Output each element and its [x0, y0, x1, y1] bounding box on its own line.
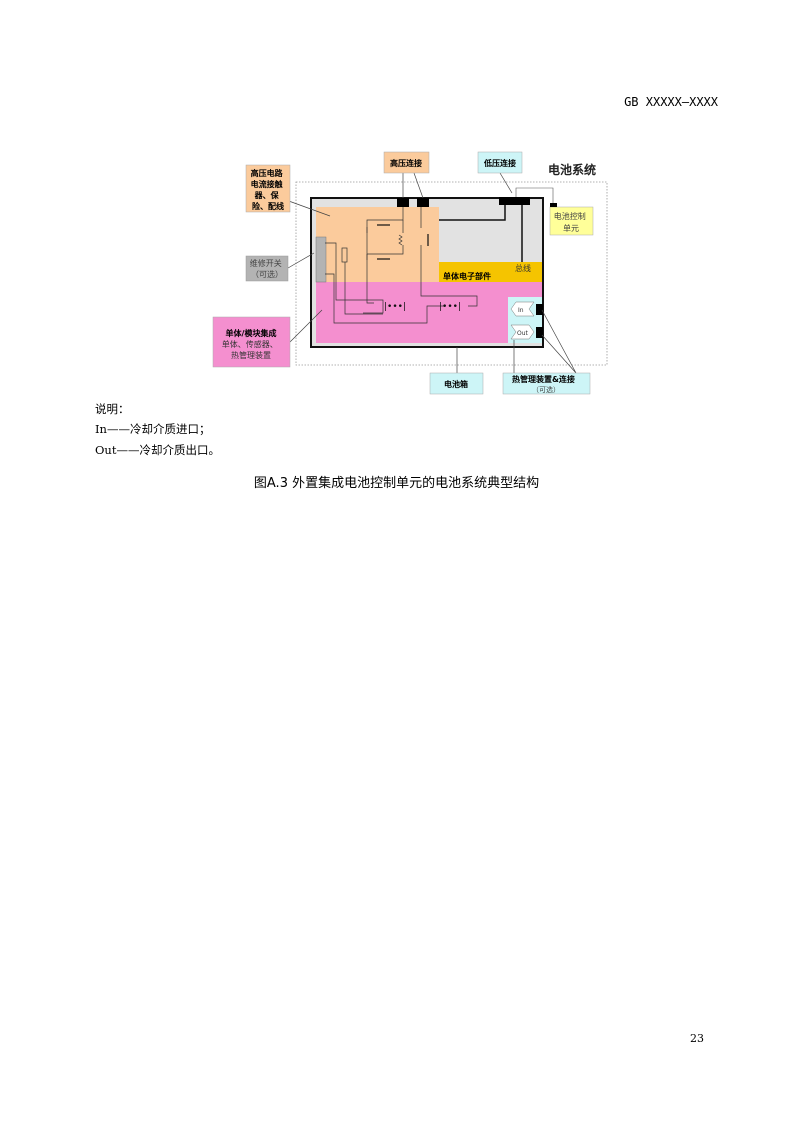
hv-circuit-line: 电流接触 [251, 179, 283, 189]
hv-circuit-line: 险、配线 [252, 201, 284, 211]
notes-title: 说明： [95, 402, 130, 416]
thermal-line: 热管理装置&连接 [512, 374, 575, 384]
note-item: Out——冷却介质出口。 [95, 443, 220, 457]
cell-module-region-lower [316, 297, 508, 343]
service-switch-label: 维修开关 （可选） [250, 258, 285, 279]
service-switch-line: （可选） [251, 269, 283, 279]
cell-module-callout [212, 316, 291, 368]
lv-connection-callout [477, 151, 523, 174]
bcu-line: 电池控制 [554, 211, 586, 221]
hv-circuit-label: 高压电路 电流接触 器、保 险、配线 [251, 168, 286, 211]
cell-module-line: 热管理装置 [231, 350, 271, 360]
note-item: In——冷却介质进口； [95, 422, 211, 436]
hv-connection-callout [383, 151, 430, 174]
thermal-callout [502, 372, 591, 395]
cell-module-region [316, 282, 542, 297]
inlet-label: In [518, 307, 524, 314]
hv-region [316, 207, 439, 282]
hv-connector-2 [417, 198, 429, 207]
cell-module-title: 单体/模块集成 [226, 328, 277, 338]
thermal-line: （可选） [532, 385, 560, 394]
outlet-arrow [510, 324, 535, 340]
coolant-port-in [536, 304, 543, 315]
hv-circuit-callout [245, 164, 291, 213]
bcu-connector [550, 203, 557, 207]
leader-lines [285, 172, 577, 374]
battery-case-label: 电池箱 [444, 379, 468, 389]
bcu-wire [515, 187, 554, 203]
inlet-arrow [510, 301, 535, 317]
battery-system-diagram: 电池系统 单体电子部件 总线 |•••| |•••| In [212, 151, 608, 395]
battery-case-callout [429, 372, 484, 395]
svg-text:|•••|: |•••| [439, 302, 461, 312]
hv-circuit-line: 高压电路 [251, 168, 284, 178]
figure-caption: 图A.3 外置集成电池控制单元的电池系统典型结构 [253, 476, 540, 491]
hv-connector-1 [397, 198, 409, 207]
page-number: 23 [690, 1032, 704, 1045]
lv-wiring [439, 205, 523, 262]
cell-module-line: 单体、传感器、 [222, 339, 278, 349]
coolant-port-out [536, 327, 543, 338]
document-code: GB XXXXX—XXXX [624, 95, 718, 109]
hv-connection-label: 高压连接 [390, 158, 422, 168]
svg-text:|•••|: |•••| [384, 302, 406, 312]
hv-circuit-line: 器、保 [254, 190, 280, 200]
service-switch-block [315, 236, 327, 283]
service-switch-callout [245, 255, 289, 282]
lv-connection-label: 低压连接 [483, 158, 516, 168]
outlet-label: Out [517, 330, 529, 337]
hv-wiring [325, 207, 478, 324]
lv-connector [499, 197, 530, 205]
bcu-callout [549, 206, 594, 236]
thermal-label: 热管理装置&连接 （可选） [512, 367, 580, 394]
cell-electronics-label: 单体电子部件 [443, 271, 491, 281]
cell-strings: |•••| |•••| [384, 302, 461, 312]
bcu-line: 单元 [563, 223, 579, 233]
system-boundary [295, 181, 608, 366]
cell-module-desc: 单体、传感器、 热管理装置 [222, 339, 281, 360]
bus-label: 总线 [515, 263, 531, 273]
system-title: 电池系统 [548, 162, 596, 177]
service-switch-line: 维修开关 [250, 258, 282, 268]
contactors [377, 224, 429, 260]
bcu-label: 电池控制 单元 [554, 211, 589, 233]
